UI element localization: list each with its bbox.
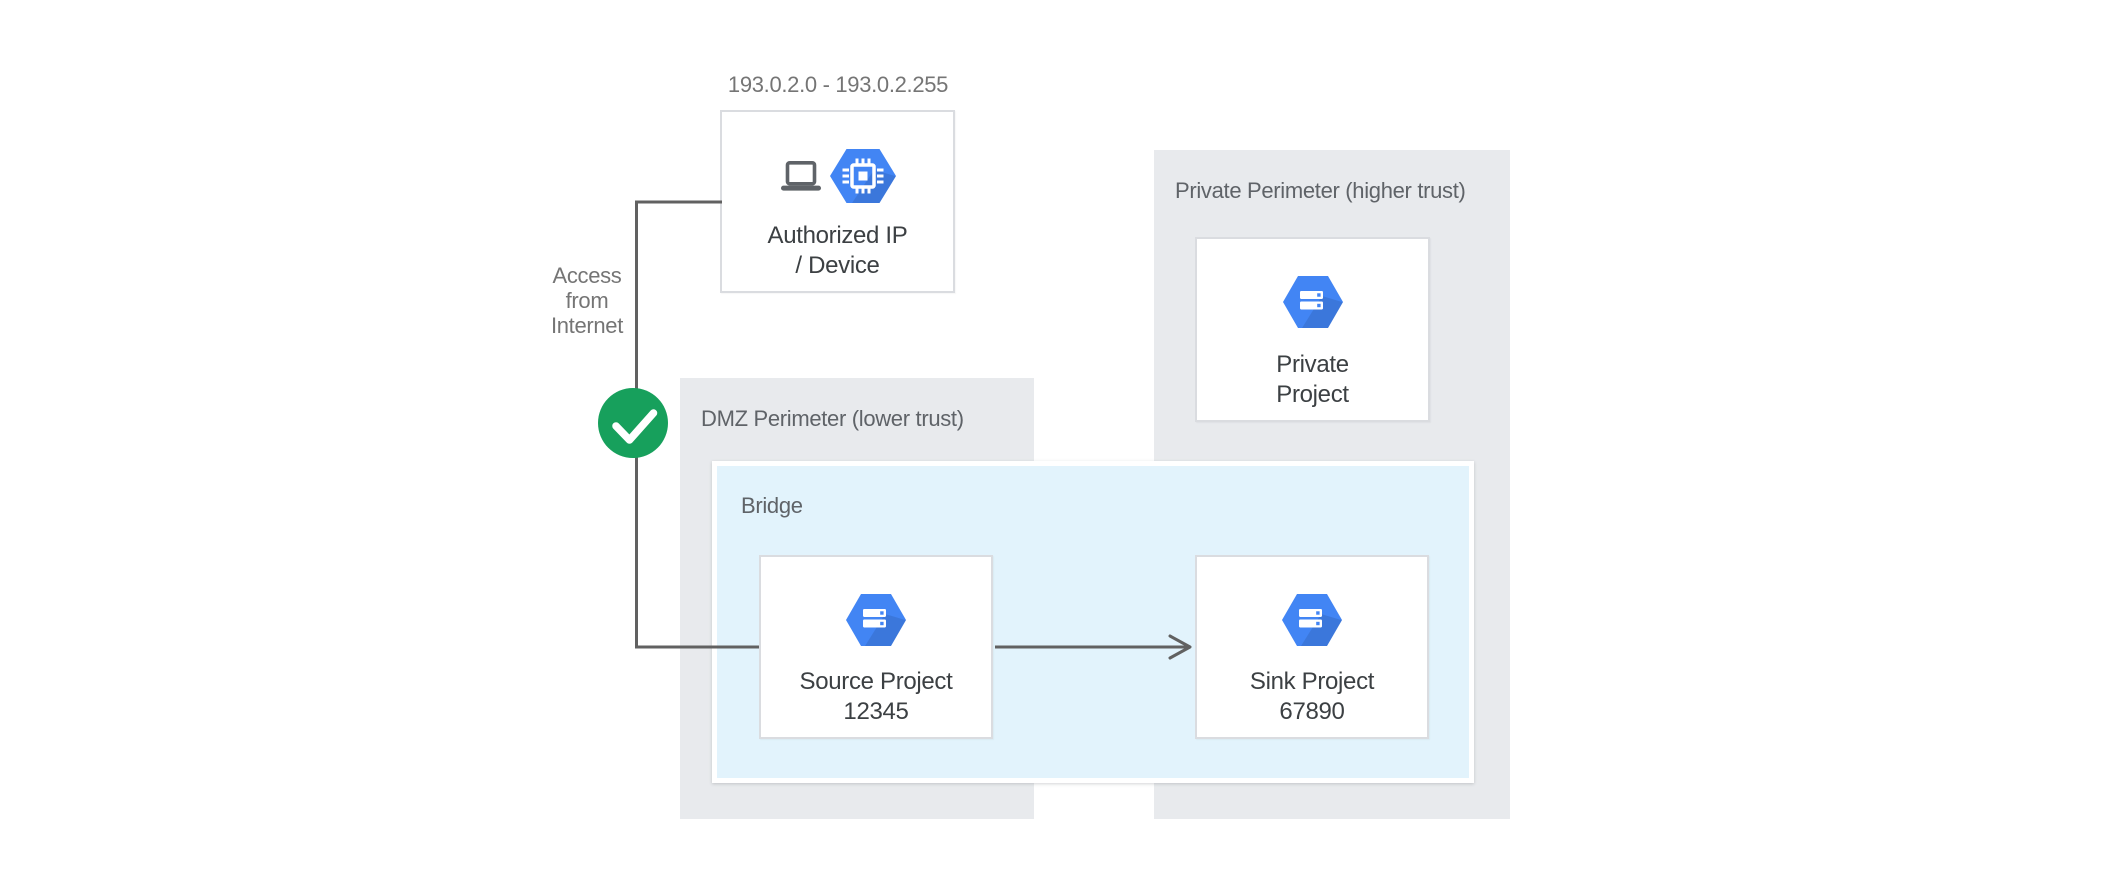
compute-chip-hexagon-icon [830, 149, 896, 203]
access-label-line: Internet [550, 313, 624, 338]
sink-node-title: Sink Project 67890 [1197, 667, 1427, 727]
private-node-title-line2: Project [1276, 381, 1349, 408]
authorized-node-title: Authorized IP / Device [722, 221, 953, 281]
project-hexagon-icon [1282, 276, 1343, 328]
private-perimeter-label: Private Perimeter (higher trust) [1175, 178, 1466, 203]
authorized-ip-device-node: Authorized IP / Device [720, 110, 955, 293]
source-node-title-line2: 12345 [843, 698, 909, 725]
private-project-node: Private Project [1195, 237, 1430, 422]
private-node-title-line1: Private [1276, 351, 1349, 378]
source-node-title-line1: Source Project [799, 668, 953, 695]
sink-node-icons [1197, 594, 1427, 646]
authorized-node-title-line2: / Device [795, 252, 880, 279]
private-node-title: Private Project [1197, 350, 1428, 410]
authorized-node-title-line1: Authorized IP [767, 222, 908, 249]
dmz-perimeter-label: DMZ Perimeter (lower trust) [701, 406, 964, 431]
laptop-icon [781, 161, 821, 191]
sink-node-title-line2: 67890 [1279, 698, 1345, 725]
project-hexagon-icon [1282, 594, 1342, 646]
access-from-internet-label: Access from Internet [487, 263, 687, 338]
source-node-title: Source Project 12345 [761, 667, 991, 727]
check-icon [598, 388, 668, 458]
authorized-node-icons [722, 149, 953, 203]
project-hexagon-icon [846, 594, 906, 646]
sink-project-node: Sink Project 67890 [1195, 555, 1429, 739]
ip-range-label: 193.0.2.0 - 193.0.2.255 [727, 72, 949, 97]
private-node-icons [1197, 276, 1428, 328]
source-node-icons [761, 594, 991, 646]
sink-node-title-line1: Sink Project [1249, 668, 1375, 695]
access-label-line: from [565, 288, 609, 313]
access-label-line: Access [552, 263, 622, 288]
source-project-node: Source Project 12345 [759, 555, 993, 739]
bridge-label: Bridge [741, 493, 803, 518]
